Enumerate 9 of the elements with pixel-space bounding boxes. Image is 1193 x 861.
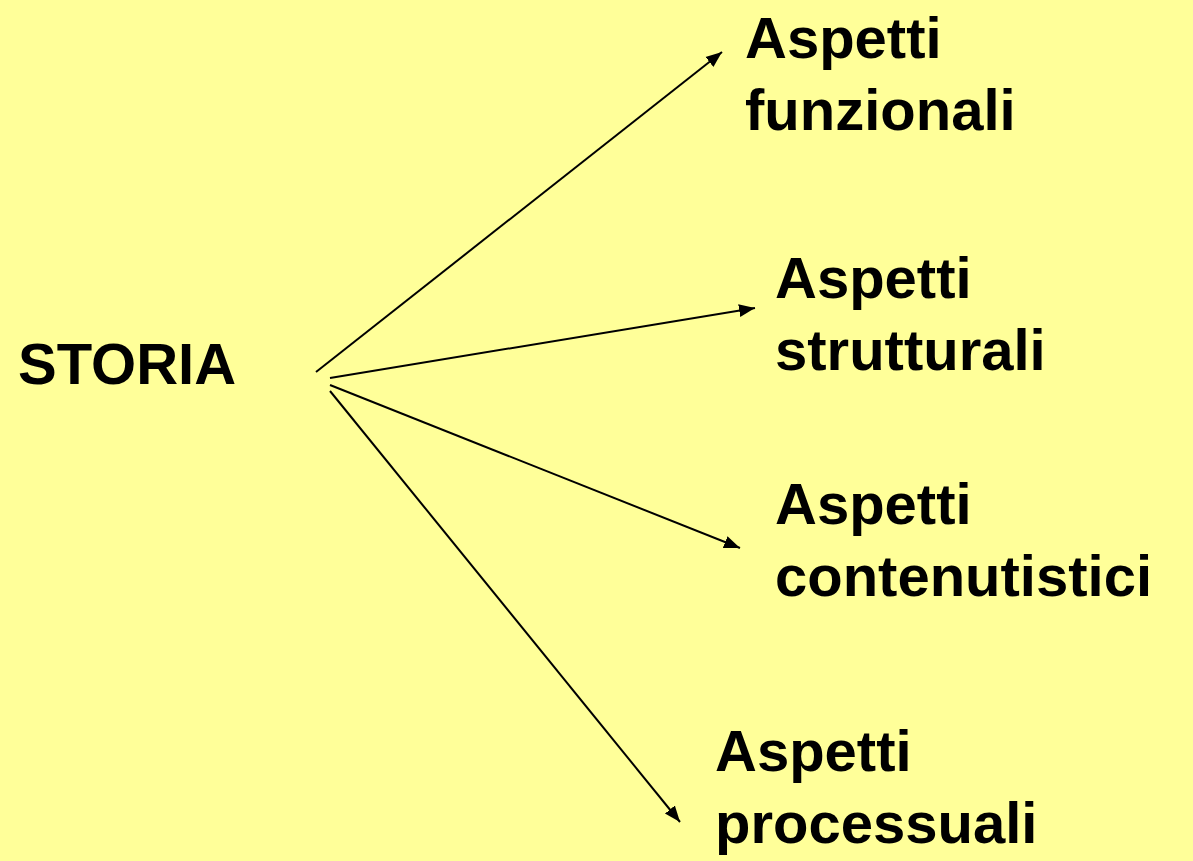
node-label: STORIA	[18, 330, 237, 398]
node-label: Aspetti funzionali	[745, 4, 1016, 144]
node-label: Aspetti contenutistici	[775, 470, 1153, 610]
arrow	[329, 304, 756, 379]
node-label: Aspetti processuali	[715, 717, 1038, 857]
arrow	[329, 384, 741, 549]
node-label: Aspetti strutturali	[775, 244, 1046, 384]
arrow	[329, 390, 681, 823]
arrow	[315, 51, 723, 373]
